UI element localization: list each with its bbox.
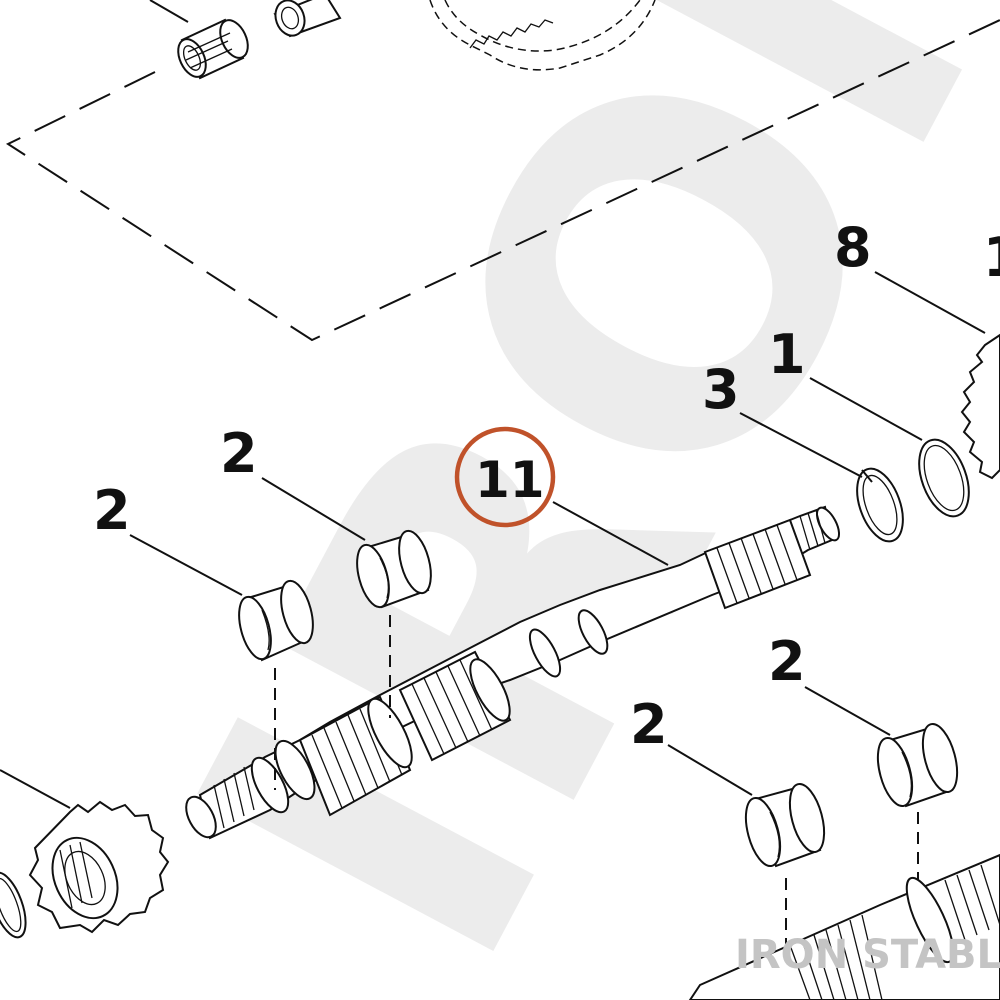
bushing-bottom-center: [744, 782, 826, 1000]
callout-2d: 2: [630, 693, 668, 756]
bushing-left-lower: [238, 579, 314, 790]
callout-1b: 1: [983, 226, 1000, 289]
gear-bottom-left: [0, 769, 170, 934]
callout-2b: 2: [220, 422, 258, 485]
bushing-left-upper: [356, 529, 432, 718]
callout-8: 8: [834, 216, 872, 279]
callout-1: 1: [768, 323, 806, 386]
thrust-washer: [918, 438, 970, 518]
gear-top-dashed-outline: [429, 0, 656, 71]
callout-11: 11: [475, 451, 545, 509]
needle-bearing-top-left: [149, 0, 249, 80]
washer-bottom-left: [0, 871, 27, 939]
leader-lines: [129, 271, 986, 796]
leader-2d: [667, 744, 753, 796]
callout-3: 3: [702, 358, 740, 421]
leader-8: [874, 271, 986, 334]
snap-ring: [856, 467, 904, 543]
leader-2b: [261, 477, 366, 541]
gear-right-partial: [960, 333, 1000, 480]
watermark-text: IRON STABLE: [735, 932, 1000, 978]
countershaft-bottom-right: [688, 853, 1000, 1000]
assembly-boundary-dashed: [5, 19, 1000, 342]
leader-11: [552, 501, 669, 566]
highlight-circle: [454, 426, 556, 528]
leader-1: [809, 377, 923, 441]
callout-labels: 2 2 11 3 1 8 1 2 2: [93, 216, 1000, 756]
leader-2c: [804, 686, 891, 736]
leader-2a: [129, 534, 243, 596]
needle-bearing-top-center: [273, 0, 342, 38]
main-shaft: [185, 505, 841, 840]
bushing-bottom-right: [876, 722, 959, 900]
callout-2a: 2: [93, 479, 131, 542]
callout-2c: 2: [768, 630, 806, 693]
leader-3: [739, 412, 863, 478]
